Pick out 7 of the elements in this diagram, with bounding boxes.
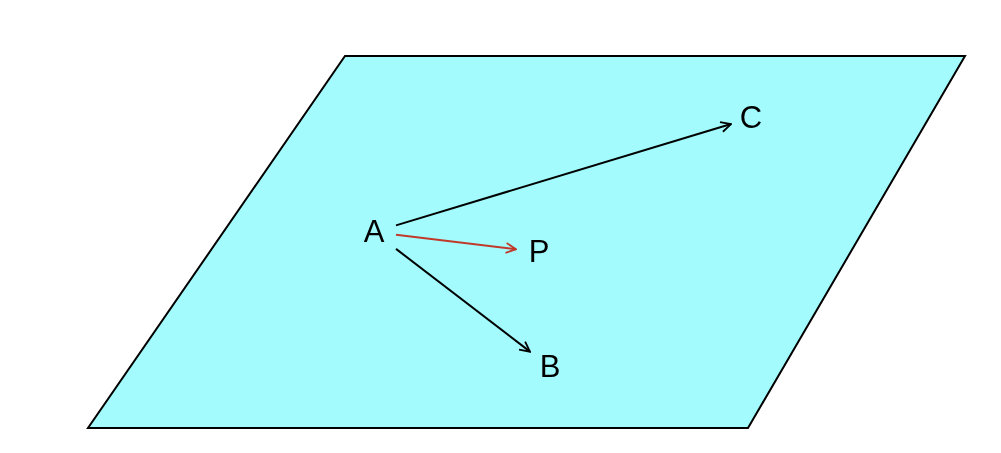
- point-label: C: [739, 100, 763, 136]
- point-label: P: [528, 234, 550, 270]
- vector-arrow: [395, 121, 732, 227]
- vector-arrow: [395, 247, 531, 353]
- point-label: B: [539, 349, 561, 385]
- vector-arrow: [395, 233, 517, 254]
- point-label: A: [363, 214, 385, 250]
